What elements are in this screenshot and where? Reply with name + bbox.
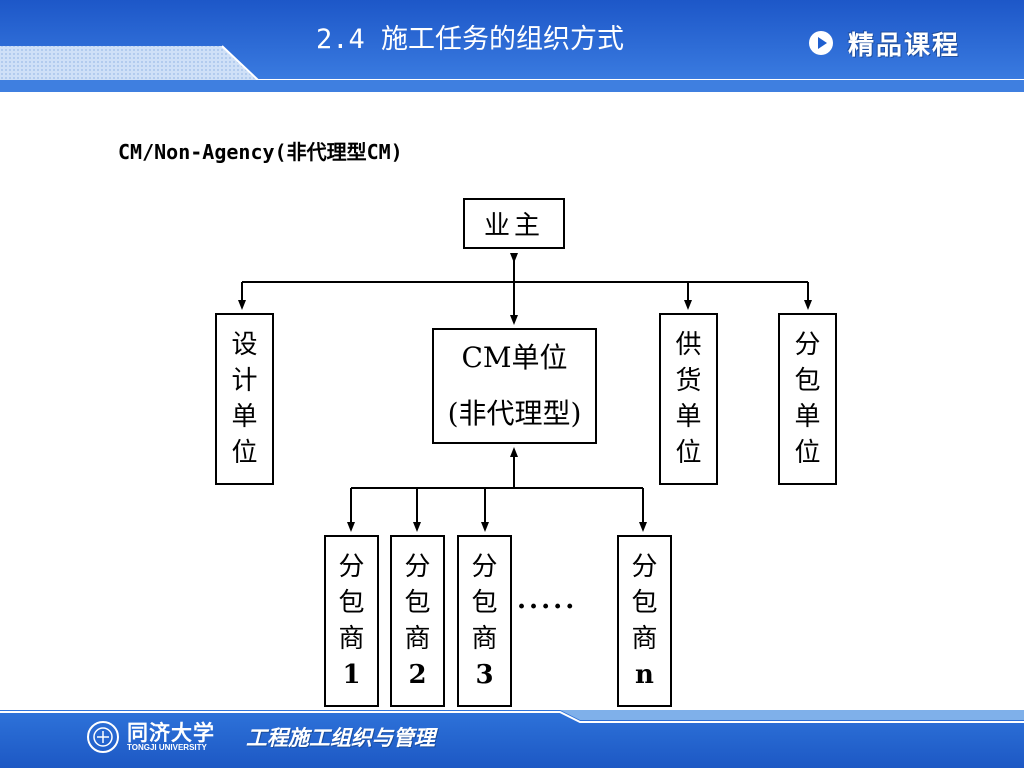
owner-box: 业主	[463, 198, 565, 249]
university-name-en: TONGJI UNIVERSITY	[127, 743, 207, 752]
design-char: 单	[231, 402, 258, 432]
subunit-char: 位	[794, 438, 821, 468]
subcontract-unit-box: 分 包 单 位	[778, 313, 837, 485]
subn-char: 包	[631, 588, 658, 618]
ellipsis: ·····	[517, 592, 578, 622]
subn-number: n	[635, 660, 654, 690]
sub2-char: 分	[404, 552, 431, 582]
subcontractor-1-box: 分 包 商 1	[324, 535, 379, 707]
cm-unit-box: CM单位 (非代理型)	[432, 328, 597, 444]
subn-char: 商	[631, 624, 658, 654]
subcontractor-2-box: 分 包 商 2	[390, 535, 445, 707]
footer-background	[0, 710, 1024, 768]
cm-unit-label: CM单位	[461, 341, 568, 374]
sub1-char: 包	[338, 588, 365, 618]
slide-title: 2.4 施工任务的组织方式	[315, 24, 625, 55]
header-background	[0, 0, 1024, 92]
design-char: 位	[231, 438, 258, 468]
supply-char: 供	[675, 330, 702, 360]
design-char: 设	[231, 330, 258, 360]
design-char: 计	[231, 366, 258, 396]
sub3-char: 分	[471, 552, 498, 582]
supply-char: 货	[675, 366, 702, 396]
sub2-char: 包	[404, 588, 431, 618]
sub1-char: 分	[338, 552, 365, 582]
cm-unit-type-label: (非代理型)	[447, 397, 582, 430]
slide-footer: 同济大学 TONGJI UNIVERSITY 工程施工组织与管理	[0, 710, 1024, 768]
sub2-char: 商	[404, 624, 431, 654]
subcontractor-n-box: 分 包 商 n	[617, 535, 672, 707]
supply-char: 单	[675, 402, 702, 432]
sub3-char: 包	[471, 588, 498, 618]
owner-label: 业主	[483, 211, 544, 241]
design-unit-box: 设 计 单 位	[215, 313, 274, 485]
subunit-char: 分	[794, 330, 821, 360]
course-name: 工程施工组织与管理	[246, 726, 435, 750]
university-name-cn: 同济大学	[127, 720, 215, 745]
sub2-number: 2	[408, 660, 427, 690]
subunit-char: 包	[794, 366, 821, 396]
slide-header: 2.4 施工任务的组织方式 精品课程	[0, 0, 1024, 92]
sub1-char: 商	[338, 624, 365, 654]
brand-label: 精品课程	[848, 30, 961, 61]
sub3-number: 3	[475, 660, 494, 690]
university-seal-icon	[87, 721, 119, 753]
subn-char: 分	[631, 552, 658, 582]
section-subtitle: CM/Non-Agency(非代理型CM)	[118, 140, 403, 164]
subunit-char: 单	[794, 402, 821, 432]
sub1-number: 1	[342, 660, 361, 690]
play-icon	[809, 31, 833, 55]
supply-char: 位	[675, 438, 702, 468]
subcontractor-3-box: 分 包 商 3	[457, 535, 512, 707]
supply-unit-box: 供 货 单 位	[659, 313, 718, 485]
sub3-char: 商	[471, 624, 498, 654]
brand-badge: 精品课程	[808, 26, 961, 61]
